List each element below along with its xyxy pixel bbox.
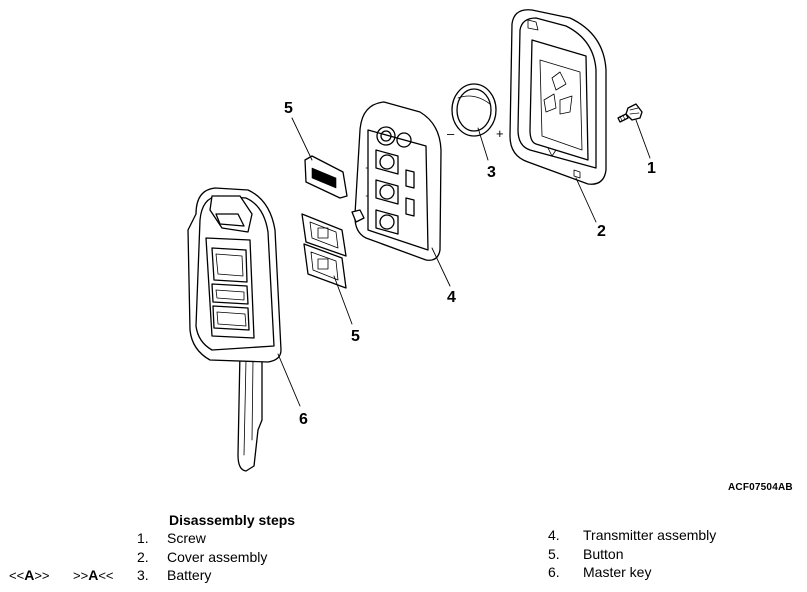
callout-button: 5 [351,328,360,345]
callout-battery: 3 [487,164,496,181]
step-label: Transmitter assembly [583,527,717,543]
step-number: 4. [548,527,560,543]
step-item: 2. Cover assembly [137,549,267,565]
step-number: 3. [137,567,149,583]
step-item: 6. Master key [548,564,651,580]
step-label: Master key [583,564,652,580]
step-number: 5. [548,546,560,562]
installation-service-ref: >>A<< [73,567,114,583]
step-item: 3. Battery [137,567,211,583]
step-label: Screw [167,530,206,546]
step-label: Button [583,546,624,562]
callout-master-key: 6 [299,411,308,428]
transmitter-assembly-illustration [351,101,442,261]
callout-transmitter-assembly: 4 [447,289,456,306]
button-plates-illustration [301,213,347,289]
panic-button-illustration [304,155,348,199]
step-label: Cover assembly [167,549,268,565]
step-number: 1. [137,530,149,546]
step-number: 6. [548,564,560,580]
removal-service-ref: <<A>> [9,567,50,583]
step-item: 4. Transmitter assembly [548,527,716,543]
callout-screw: 1 [647,160,656,177]
step-item: 1. Screw [137,530,206,546]
cover-assembly-illustration [509,9,607,185]
leader-lines [277,117,651,407]
step-item: 5. Button [548,546,623,562]
exploded-view-diagram [187,9,651,472]
battery-negative-mark: – [447,126,455,141]
steps-title: Disassembly steps [169,512,296,528]
battery-illustration [451,83,497,137]
figure-id: ACF07504AB [728,482,793,493]
callout-cover-assembly: 2 [597,223,606,240]
step-number: 2. [137,549,149,565]
callout-panic-button: 5 [284,100,293,117]
battery-positive-mark: + [496,126,504,141]
step-label: Battery [167,567,212,583]
master-key-illustration [187,187,282,472]
screw-illustration [617,103,643,123]
